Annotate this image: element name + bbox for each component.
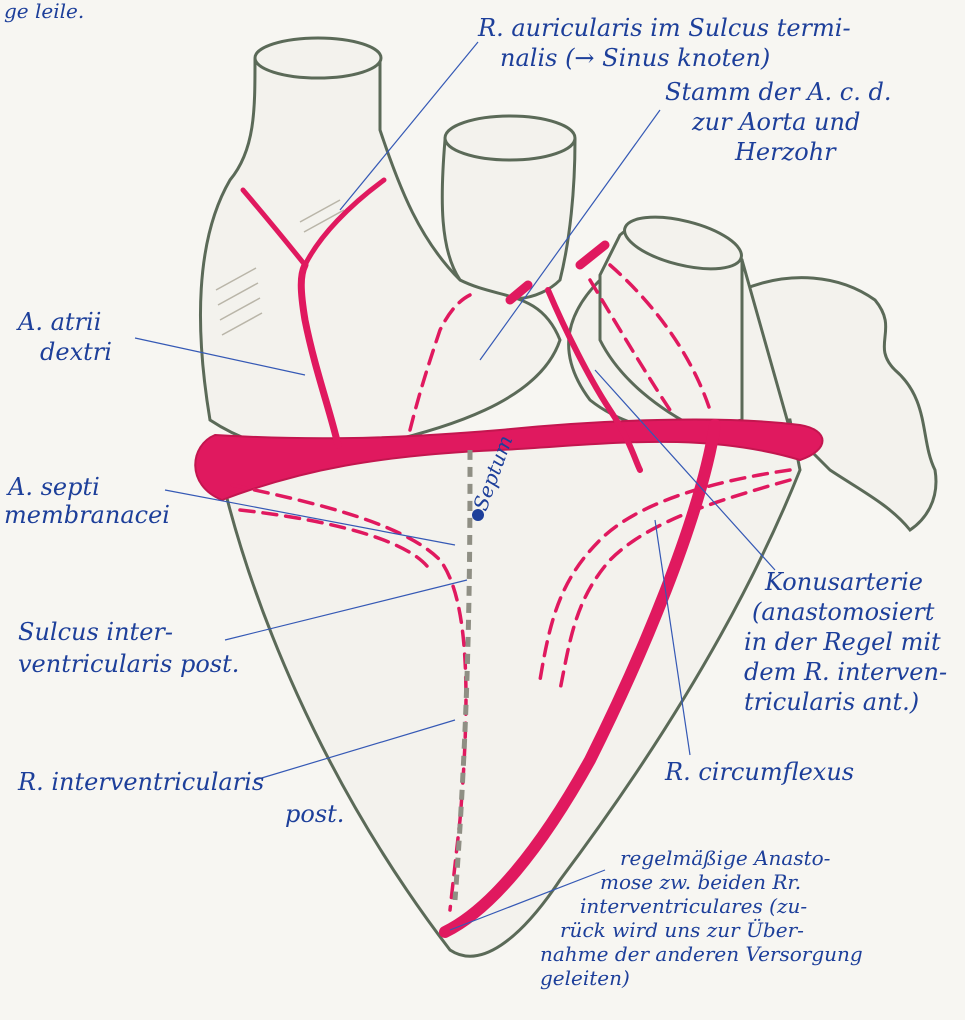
aorta (442, 140, 575, 299)
svc-opening (255, 38, 381, 78)
aortic-stub-2 (580, 245, 605, 265)
label-a-atrii-dextri: A. atrii dextri (16, 308, 112, 366)
label-konusarterie: Konusarterie (anastomosiert in der Regel… (744, 568, 955, 716)
aorta-opening (445, 116, 575, 160)
label-top-left: ge leile. (4, 0, 84, 23)
label-sulcus: Sulcus inter- ventricularis post. (18, 618, 239, 678)
label-a-septi: A. septi membranacei (4, 473, 170, 529)
label-r-auricularis: R. auricularis im Sulcus termi- nalis (→… (477, 14, 858, 72)
label-stamm: Stamm der A. c. d. zur Aorta und Herzohr (665, 78, 899, 166)
label-r-circumflexus: R. circumflexus (664, 758, 854, 786)
label-anastomose: regelmäßige Anasto- mose zw. beiden Rr. … (540, 846, 869, 990)
label-r-interventricularis-post: R. interventricularis post. (17, 768, 344, 828)
